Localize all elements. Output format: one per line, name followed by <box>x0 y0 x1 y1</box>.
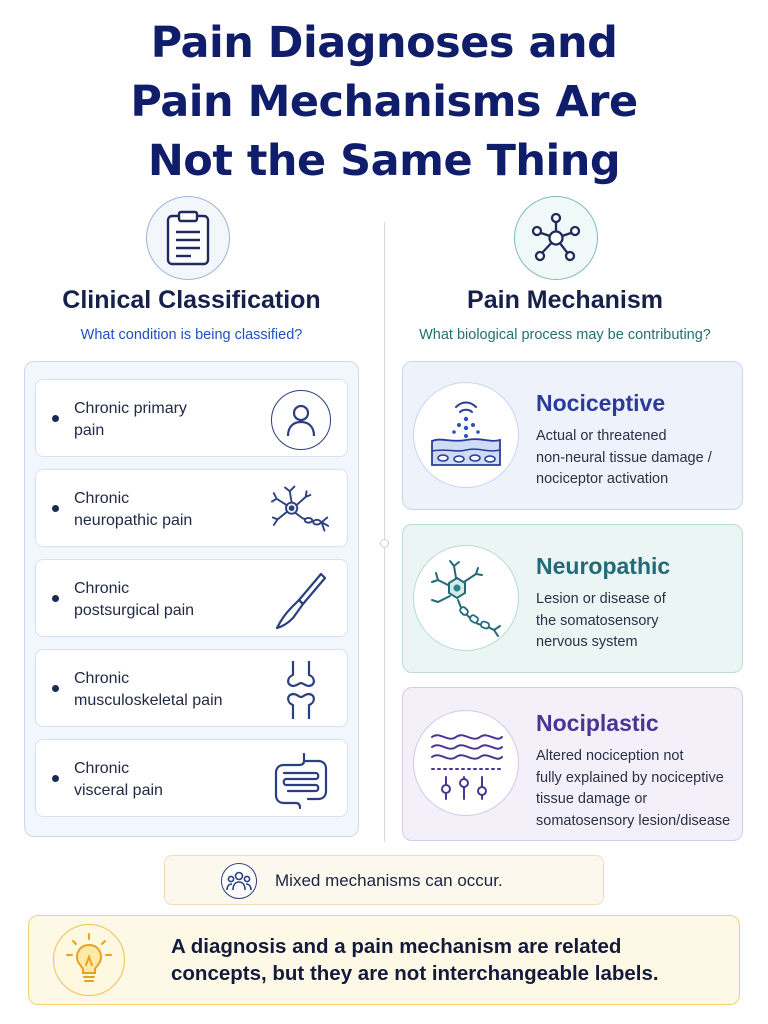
scalpel-icon <box>271 570 331 630</box>
summary-text: A diagnosis and a pain mechanism are rel… <box>171 935 659 985</box>
classification-label: Chronic primary pain <box>74 400 187 439</box>
mechanism-description: Actual or threatened non-neural tissue d… <box>536 428 712 487</box>
summary-callout: A diagnosis and a pain mechanism are rel… <box>28 915 740 1005</box>
mechanism-card-neuropathic: Neuropathic Lesion or disease of the som… <box>402 524 743 673</box>
page-title: Pain Diagnoses and Pain Mechanisms Are N… <box>0 14 768 191</box>
neuron-icon <box>271 480 331 540</box>
bullet <box>52 685 59 692</box>
person-icon <box>271 390 331 450</box>
mechanism-name: Nociplastic <box>536 710 659 736</box>
classification-item-chronic-neuropathic-pain: Chronic neuropathic pain <box>35 469 348 547</box>
classification-item-chronic-primary-pain: Chronic primary pain <box>35 379 348 457</box>
clipboard-icon <box>146 196 230 280</box>
classification-label: Chronic postsurgical pain <box>74 580 195 619</box>
waves-sliders-icon <box>413 710 519 816</box>
mechanism-description: Altered nociception not fully explained … <box>536 748 731 829</box>
classification-item-chronic-postsurgical-pain: Chronic postsurgical pain <box>35 559 348 637</box>
classification-item-chronic-visceral-pain: Chronic visceral pain <box>35 739 348 817</box>
title-line-2: Pain Mechanisms Are <box>130 77 638 127</box>
mechanism-name: Nociceptive <box>536 390 666 416</box>
classification-label: Chronic musculoskeletal pain <box>74 670 223 709</box>
classification-label: Chronic visceral pain <box>74 760 163 799</box>
mixed-mechanisms-note: Mixed mechanisms can occur. <box>164 855 604 905</box>
lightbulb-icon <box>53 924 125 996</box>
bullet <box>52 505 59 512</box>
pain-mechanism-subtitle: What biological process may be contribut… <box>419 327 711 343</box>
bullet <box>52 595 59 602</box>
bullet <box>52 415 59 422</box>
group-icon <box>221 863 257 899</box>
classification-item-chronic-musculoskeletal-pain: Chronic musculoskeletal pain <box>35 649 348 727</box>
intestine-icon <box>271 750 331 810</box>
pain-mechanism-title: Pain Mechanism <box>467 286 663 314</box>
bullet <box>52 775 59 782</box>
title-line-3: Not the Same Thing <box>147 136 621 186</box>
mechanism-card-nociceptive: Nociceptive Actual or threatened non-neu… <box>402 361 743 510</box>
classification-panel: Chronic primary pain Chronic neuropathic… <box>24 361 359 837</box>
joint-icon <box>271 660 331 720</box>
mechanism-description: Lesion or disease of the somatosensory n… <box>536 591 666 650</box>
divider-dot <box>380 539 389 548</box>
tissue-signal-icon <box>413 382 519 488</box>
neuron-axon-icon <box>413 545 519 651</box>
clinical-classification-title: Clinical Classification <box>62 286 321 314</box>
mechanism-name: Neuropathic <box>536 553 671 579</box>
title-line-1: Pain Diagnoses and <box>150 18 618 68</box>
mechanism-card-nociplastic: Nociplastic Altered nociception not full… <box>402 687 743 841</box>
network-icon <box>514 196 598 280</box>
column-divider <box>384 222 385 842</box>
clinical-classification-subtitle: What condition is being classified? <box>80 327 303 343</box>
mixed-mechanisms-text: Mixed mechanisms can occur. <box>275 871 503 890</box>
classification-label: Chronic neuropathic pain <box>74 490 193 529</box>
